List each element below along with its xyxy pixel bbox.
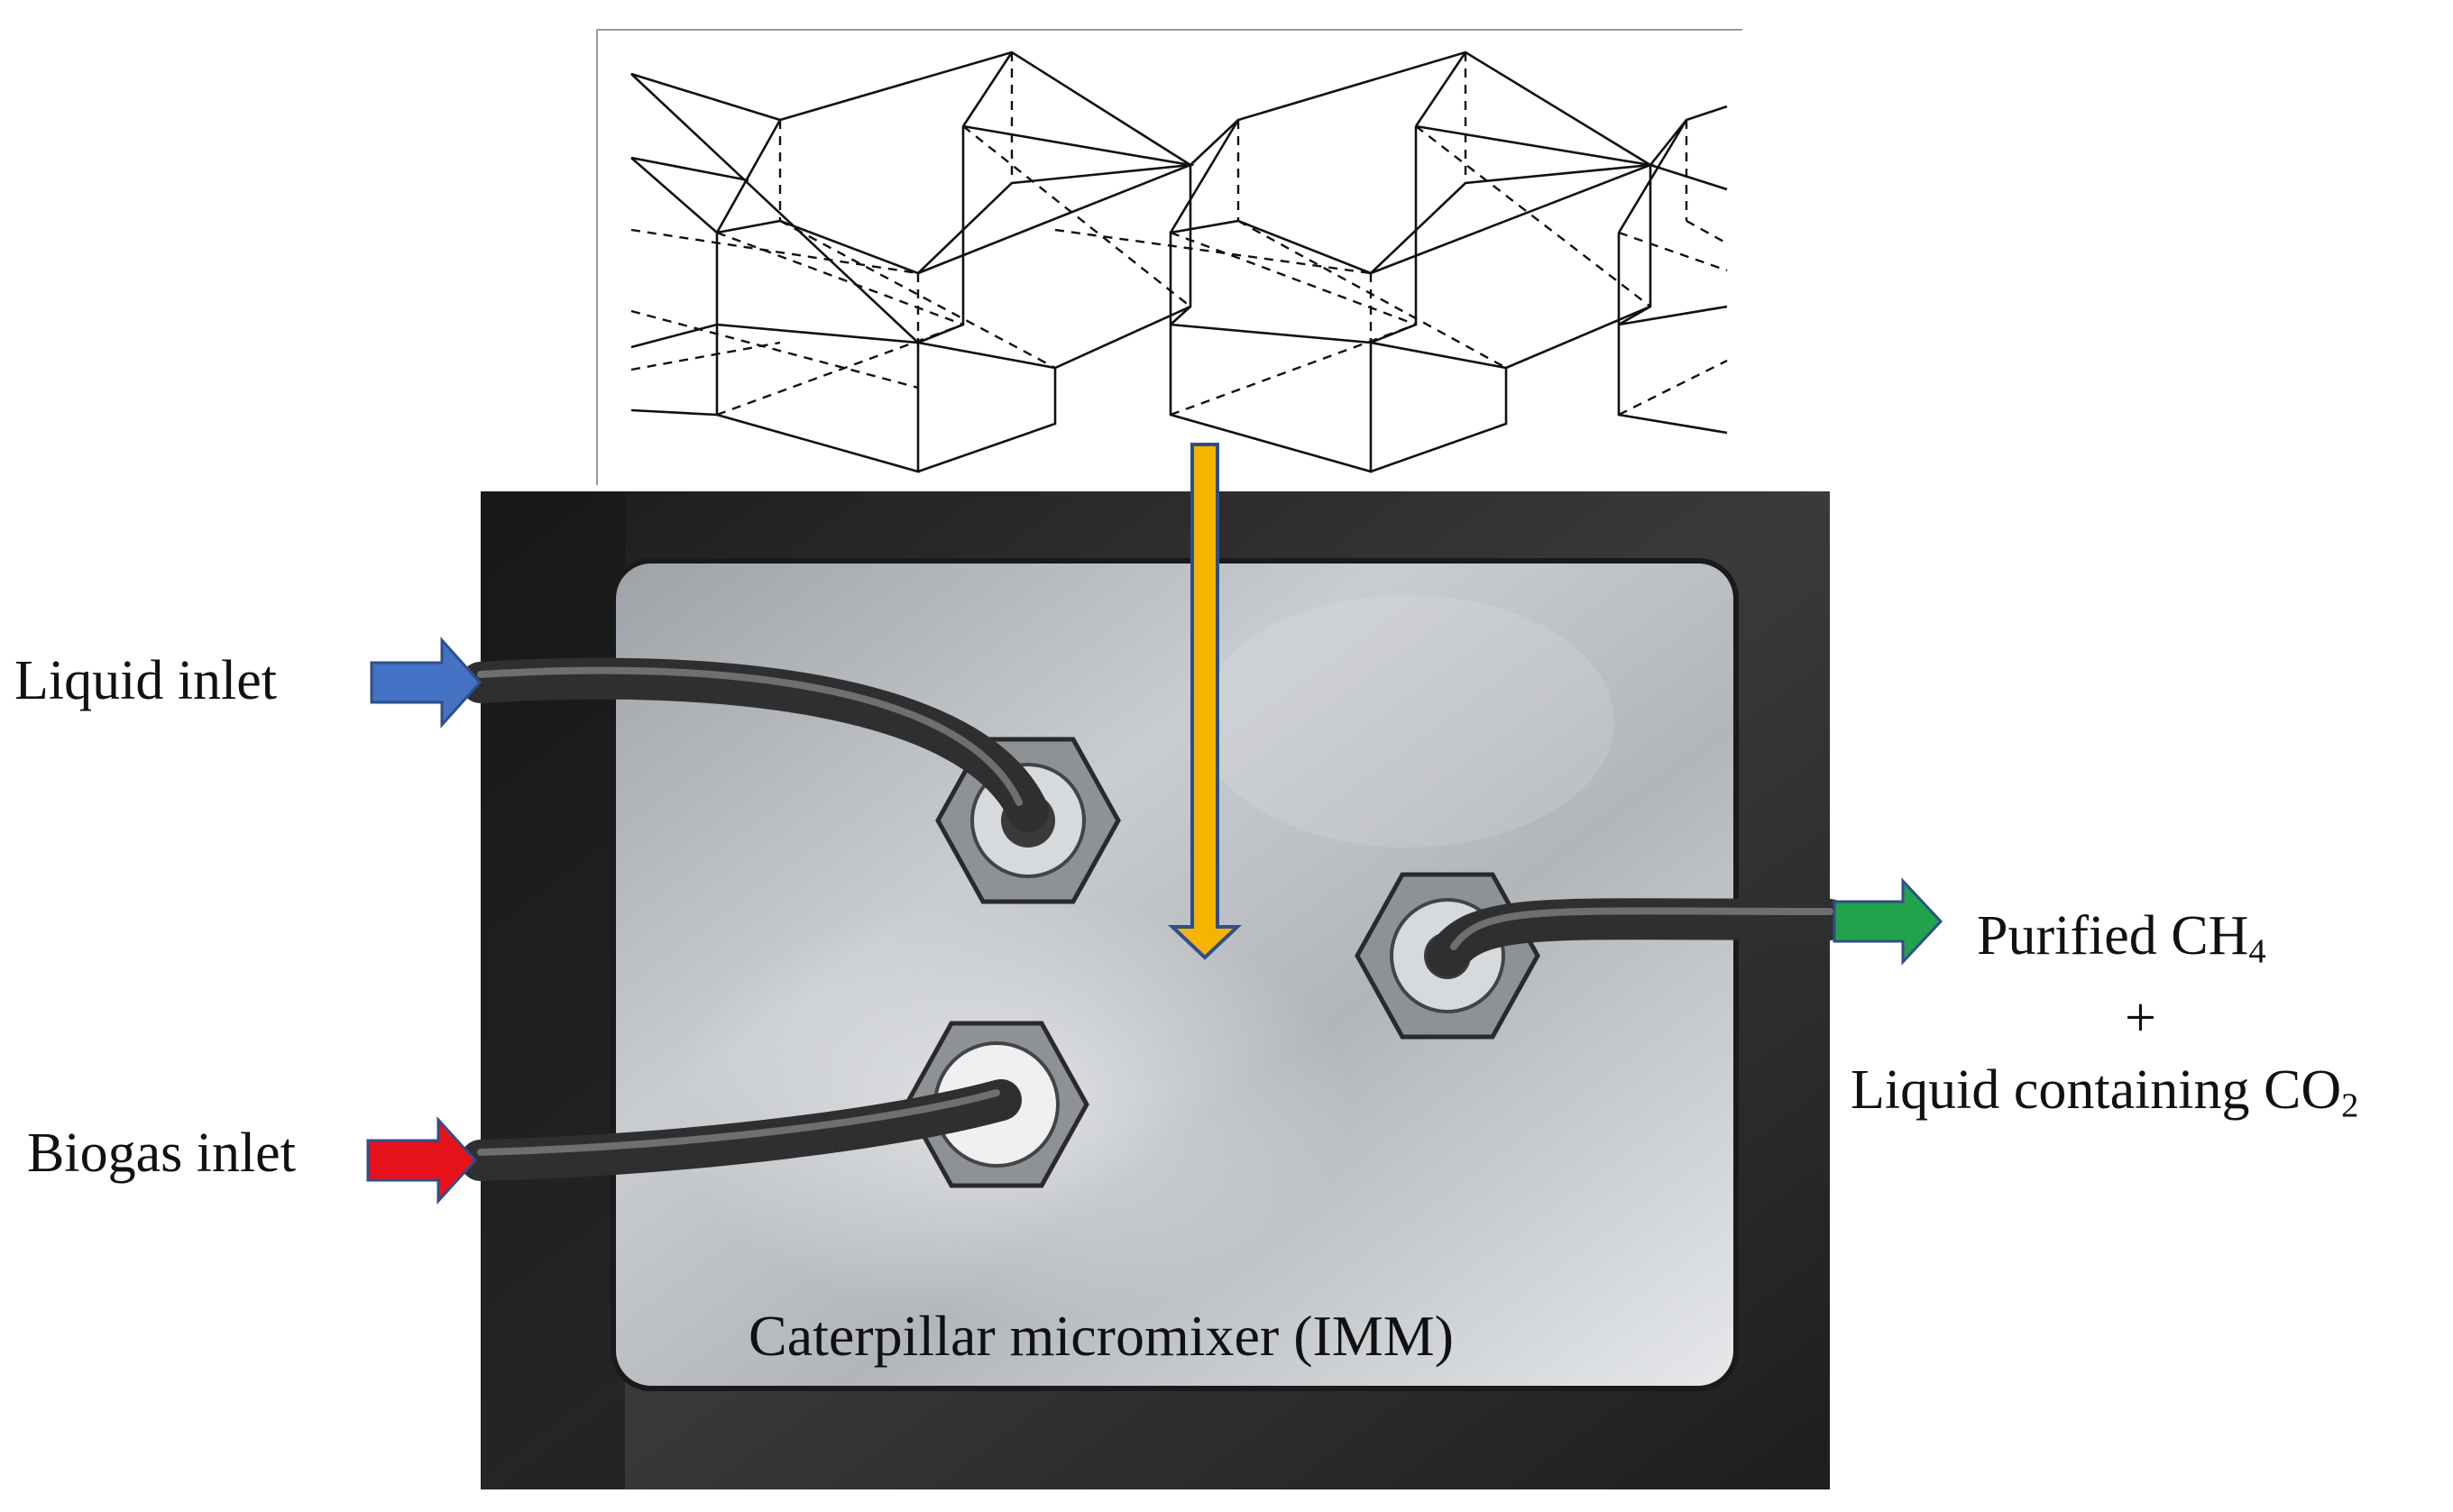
zoom-arrow-icon (1167, 443, 1243, 960)
device-name-label: Caterpillar micromixer (IMM) (749, 1304, 1454, 1368)
liquid-inlet-label: Liquid inlet (14, 650, 278, 711)
biogas-inlet-label: Biogas inlet (27, 1123, 296, 1184)
liquid-containing-co2-label: Liquid containing CO2 (1851, 1059, 2359, 1125)
plus-sign-label: + (2125, 987, 2156, 1049)
biogas-inlet-arrow-icon (366, 1116, 478, 1205)
micromixer-photo (460, 491, 1851, 1489)
channel-schematic (596, 29, 1742, 485)
liquid-inlet-arrow-icon (370, 637, 482, 729)
biogas-tube (460, 1079, 1022, 1181)
purified-ch4-label: Purified CH4 (1977, 905, 2266, 971)
outlet-arrow-icon (1833, 877, 1943, 966)
